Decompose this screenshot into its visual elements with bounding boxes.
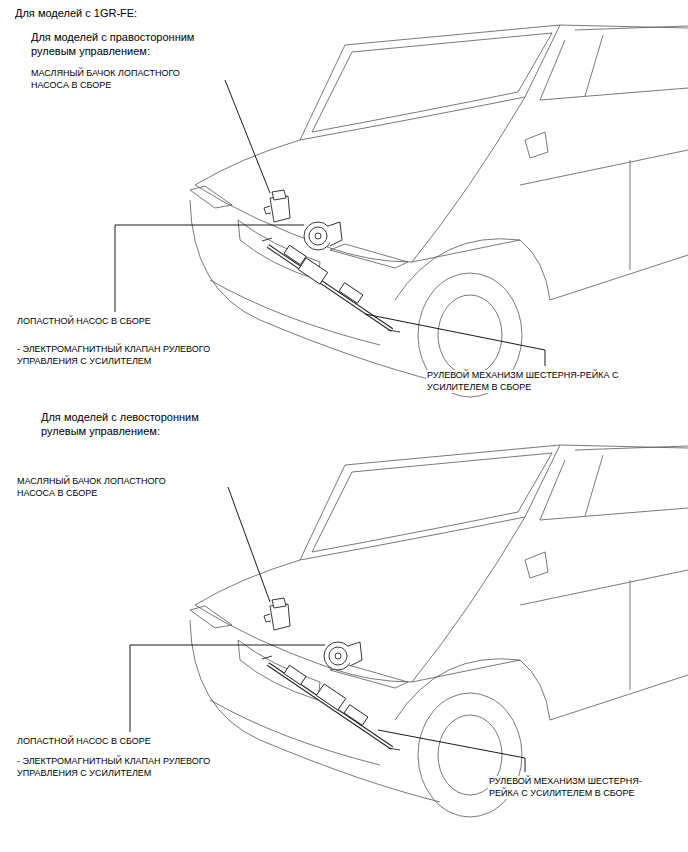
pump-part [304,222,342,250]
part-label: РУЛЕВОЙ МЕХАНИЗМ ШЕСТЕРНЯ-РЕЙКА С УСИЛИТ… [426,370,650,393]
reservoir-part [264,190,290,222]
part-label: ЛОПАСТНОЙ НАСОС В СБОРЕ [16,736,152,748]
vehicle-outline [190,445,688,817]
reservoir-part [264,598,290,630]
section-heading: Для моделей с левосторонним рулевым упра… [40,410,242,439]
vehicle-outline [190,25,688,397]
part-label: - ЭЛЕКТРОМАГНИТНЫЙ КЛАПАН РУЛЕВОГО УПРАВ… [16,344,250,367]
steering-rack [262,238,400,332]
part-label: ЛОПАСТНОЙ НАСОС В СБОРЕ [16,316,152,328]
pump-part [324,642,362,670]
part-label: РУЛЕВОЙ МЕХАНИЗМ ШЕСТЕРНЯ-РЕЙКА С УСИЛИТ… [488,776,670,799]
part-label: МАСЛЯНЫЙ БАЧОК ЛОПАСТНОГО НАСОСА В СБОРЕ [30,68,218,91]
diagram-title: Для моделей с 1GR-FE: [14,6,138,20]
steering-rack [262,656,400,750]
section-heading: Для моделей с правосторонним рулевым упр… [30,30,232,59]
part-label: МАСЛЯНЫЙ БАЧОК ЛОПАСТНОГО НАСОСА В СБОРЕ [16,476,204,499]
part-label: - ЭЛЕКТРОМАГНИТНЫЙ КЛАПАН РУЛЕВОГО УПРАВ… [16,756,250,779]
